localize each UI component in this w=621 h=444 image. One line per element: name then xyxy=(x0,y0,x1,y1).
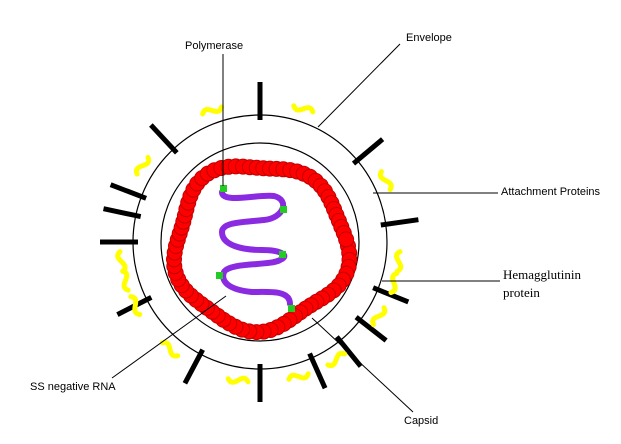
attachment-protein-spike xyxy=(149,123,179,155)
ss-rna-leader xyxy=(111,295,227,379)
polymerase-square xyxy=(288,305,295,312)
capsid-label: Capsid xyxy=(404,415,438,427)
hemagglutinin-squiggle xyxy=(394,249,404,274)
envelope-leader xyxy=(317,43,401,128)
hemagglutinin-squiggle xyxy=(286,371,311,382)
hemagglutinin-squiggle xyxy=(159,340,181,359)
attachment-protein-spike xyxy=(354,315,388,343)
hemagglutinin-label-line1: Hemagglutinin xyxy=(503,267,581,282)
diagram-labels: Polymerase Envelope Attachment Proteins … xyxy=(30,32,601,427)
hemagglutinin-label-line2: protein xyxy=(503,285,540,300)
capsid-ring xyxy=(166,158,358,341)
attachment-protein-spike xyxy=(182,348,205,385)
hemagglutinin-squiggle xyxy=(388,270,400,295)
envelope-label: Envelope xyxy=(406,32,452,44)
attachment-protein-spike xyxy=(351,137,385,166)
attachment-proteins xyxy=(100,82,419,402)
envelope-inner-circle xyxy=(160,142,360,342)
hemagglutinin-squiggle xyxy=(370,305,388,328)
hemagglutinin-proteins xyxy=(115,103,404,385)
capsid-leader xyxy=(311,317,414,413)
capsid-bead xyxy=(338,231,355,248)
hemagglutinin-squiggle xyxy=(325,350,348,368)
hemagglutinin-squiggle xyxy=(291,103,316,115)
attachment-proteins-label: Attachment Proteins xyxy=(501,186,601,198)
polymerase-label: Polymerase xyxy=(185,40,243,52)
hemagglutinin-squiggle xyxy=(377,169,394,193)
hemagglutinin-squiggle xyxy=(225,375,251,385)
polymerase-square xyxy=(279,251,286,258)
polymerase-square xyxy=(216,272,223,279)
leader-lines xyxy=(111,43,500,413)
attachment-protein-spike xyxy=(307,352,328,390)
attachment-protein-spike xyxy=(109,182,147,201)
ss-negative-rna-strand xyxy=(219,189,293,307)
ss-negative-rna-label: SS negative RNA xyxy=(30,381,116,393)
hemagglutinin-squiggle xyxy=(200,104,224,117)
hemagglutinin-squiggle xyxy=(128,294,143,317)
hemagglutinin-squiggle xyxy=(120,268,131,293)
hemagglutinin-squiggle xyxy=(115,249,128,274)
polymerase-markers xyxy=(216,185,295,312)
polymerase-square xyxy=(220,185,227,192)
polymerase-square xyxy=(280,206,287,213)
hemagglutinin-squiggle xyxy=(134,154,152,177)
attachment-protein-spike xyxy=(102,206,142,220)
attachment-protein-spike xyxy=(380,217,419,228)
